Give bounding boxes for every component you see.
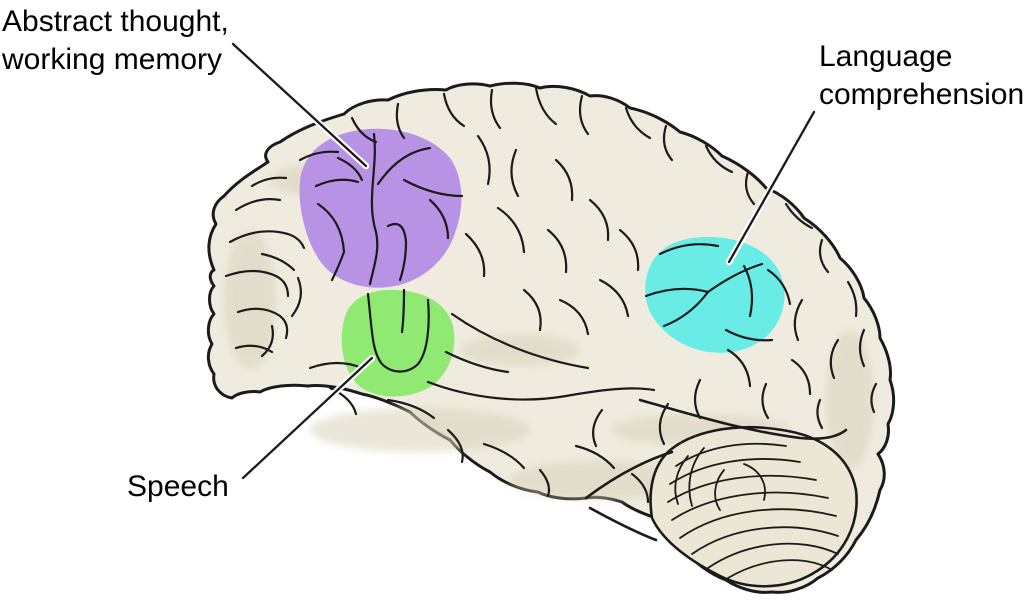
leader-line-language xyxy=(727,110,816,264)
label-language-comprehension: Language comprehension xyxy=(819,38,1024,114)
sulci-lines xyxy=(224,86,878,504)
label-abstract-line1: Abstract thought, xyxy=(2,5,229,38)
cerebellum-folia xyxy=(667,442,839,579)
label-language-line1: Language xyxy=(819,40,953,73)
leader-lines xyxy=(229,40,818,482)
region-language-comprehension xyxy=(645,236,785,353)
label-speech-line1: Speech xyxy=(127,470,229,503)
cerebellum xyxy=(584,398,858,588)
label-abstract-line2: working memory xyxy=(2,43,223,76)
cerebellum-outline xyxy=(649,425,858,588)
label-abstract-thought-working-memory: Abstract thought, working memory xyxy=(2,3,229,79)
cerebrum-cerebellum-boundary xyxy=(584,398,848,542)
leader-line-abstract xyxy=(231,42,368,168)
leader-line-speech xyxy=(241,356,374,480)
region-speech xyxy=(341,289,455,397)
label-language-line2: comprehension xyxy=(819,78,1024,111)
label-speech: Speech xyxy=(127,468,229,506)
region-abstract-thought-working-memory xyxy=(299,128,462,288)
